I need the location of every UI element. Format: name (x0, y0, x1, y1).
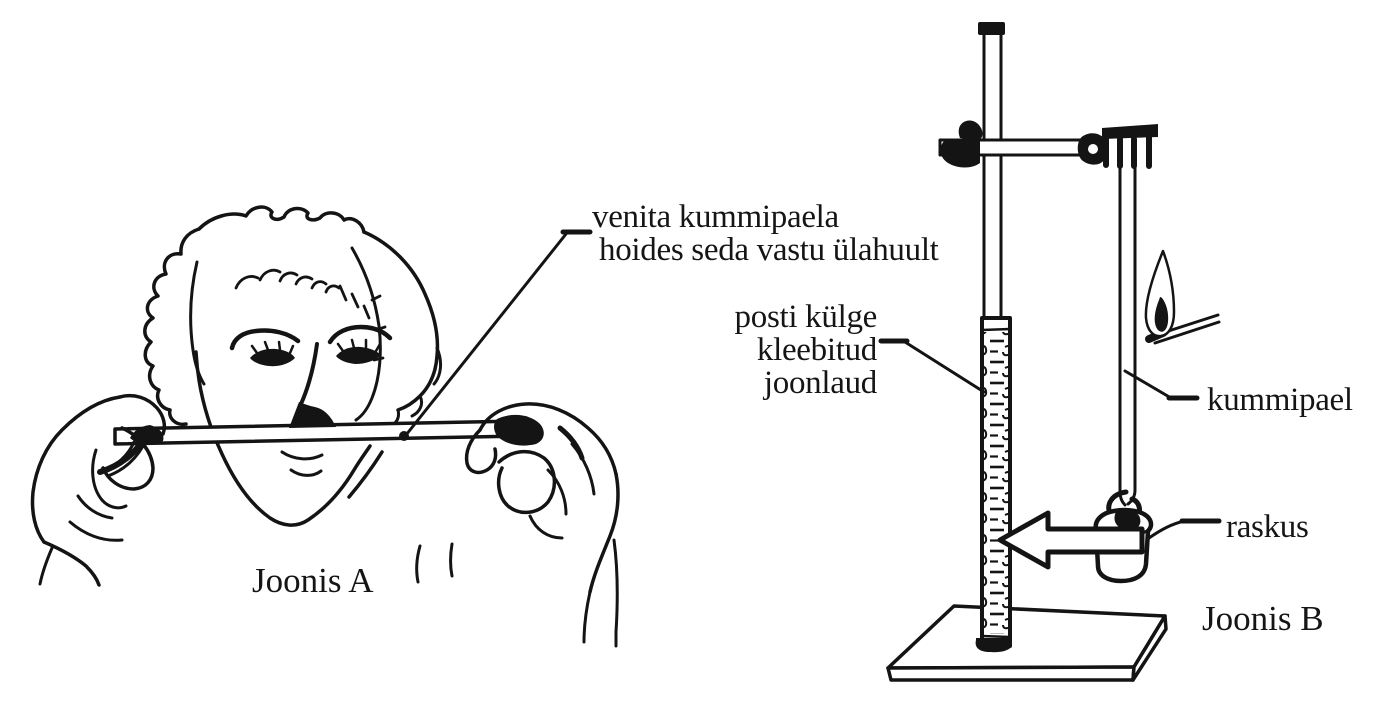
nose-base (289, 402, 336, 428)
right-eyebrow (327, 324, 393, 345)
label-stretch-band-line2: hoides seda vastu ülahuult (599, 232, 939, 268)
stand-base (886, 604, 1168, 682)
flame-core (1154, 296, 1169, 332)
label-ruler-line1: posti külge (735, 299, 877, 335)
figure-a-illustration (30, 205, 620, 648)
label-weight: raskus (1226, 509, 1309, 545)
caption-figure-a: Joonis A (252, 561, 374, 600)
nose (299, 342, 319, 406)
ruler-markings (983, 332, 1009, 634)
leader-line-rubber-band-label (1123, 369, 1200, 401)
mouth (280, 450, 324, 477)
left-eyebrow (229, 328, 301, 351)
post-foot (975, 638, 1012, 653)
post-cap (978, 22, 1005, 35)
leader-line-stretch-label (399, 229, 593, 441)
match-flame-icon (1144, 249, 1221, 345)
right-eye (336, 346, 381, 364)
right-hand (415, 402, 620, 648)
left-eye (250, 348, 295, 367)
left-hand (30, 393, 167, 587)
ruler-taped-to-post (975, 316, 1012, 653)
leader-line-ruler-label (878, 338, 986, 394)
left-clamp (958, 120, 983, 141)
label-ruler-line3: joonlaud (763, 365, 878, 401)
label-rubber-band: kummipael (1207, 382, 1353, 418)
label-stretch-band-line1: venita kummipaela (592, 199, 840, 235)
leader-line-weight-label (1147, 518, 1222, 540)
caption-figure-b: Joonis B (1202, 599, 1324, 638)
rubber-band-hanging (1118, 164, 1137, 507)
hair (143, 205, 443, 428)
pointer-arrow (997, 510, 1145, 570)
label-ruler-line2: kleebitud (757, 332, 878, 368)
figure-b-illustration (878, 22, 1222, 682)
right-clamp (1077, 124, 1158, 169)
crossbar (938, 120, 1158, 169)
